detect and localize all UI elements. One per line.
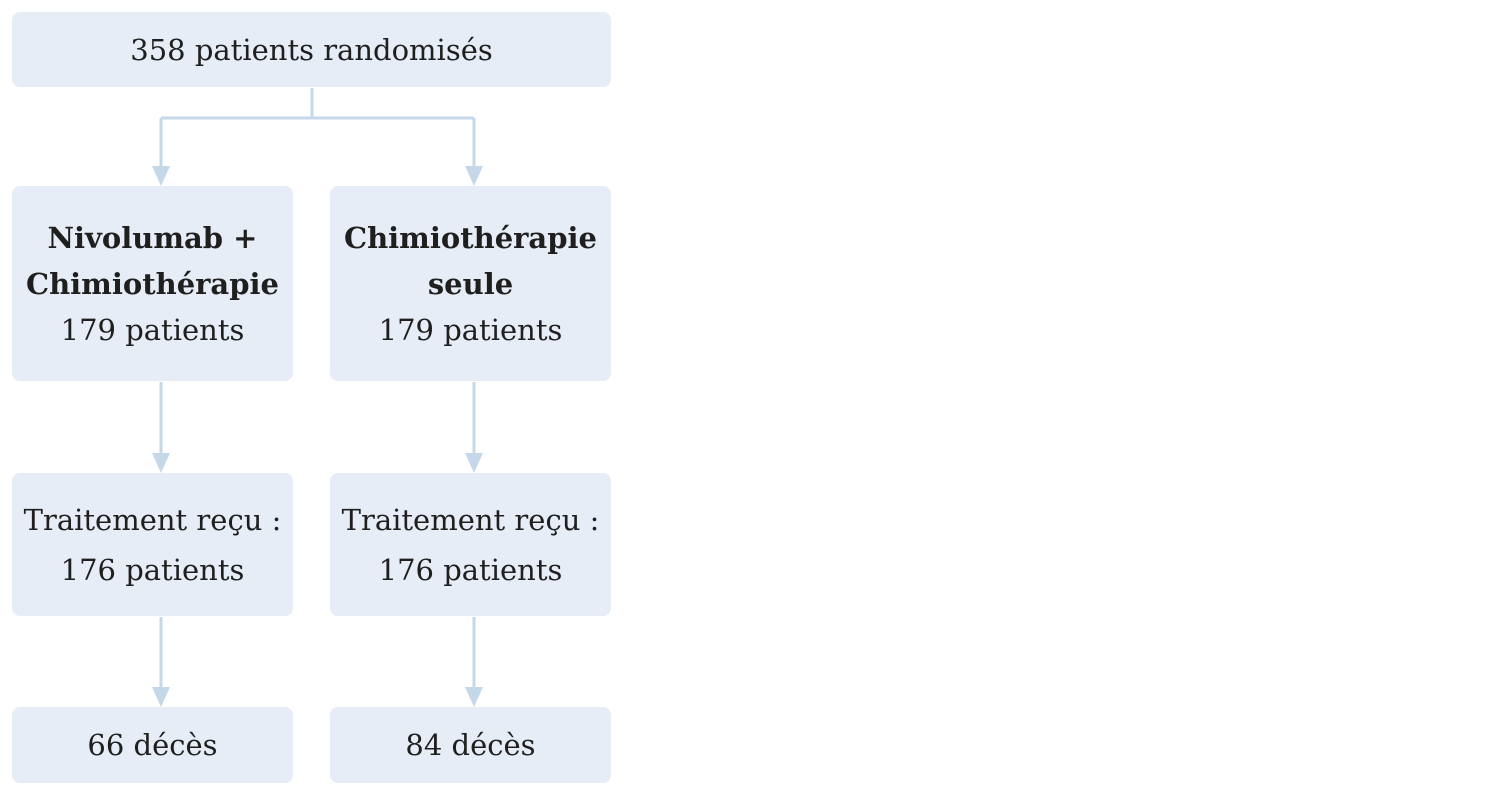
deaths-chemo-box: 84 décès	[330, 707, 611, 783]
deaths-nivolumab-box: 66 décès	[12, 707, 293, 783]
deaths-nivolumab-text: 66 décès	[87, 728, 218, 762]
arm-nivolumab-title-line2: Chimiothérapie	[26, 266, 279, 301]
arrowhead-left-treatment	[152, 453, 170, 473]
randomized-patients-text: 358 patients randomisés	[130, 32, 493, 67]
arm-chemo-title-line2: seule	[427, 266, 514, 301]
arm-chemo-title-line1: Chimiothérapie	[344, 220, 597, 255]
arrowhead-right-treatment	[465, 453, 483, 473]
arm-nivolumab-patients: 179 patients	[60, 312, 245, 347]
treatment-chemo-label: Traitement reçu :	[341, 502, 600, 537]
arm-chemo-patients: 179 patients	[378, 312, 563, 347]
treatment-chemo-patients: 176 patients	[378, 552, 563, 587]
arm-chemo-box: Chimiothérapie seule 179 patients	[330, 186, 611, 381]
deaths-chemo-text: 84 décès	[405, 728, 536, 762]
arrowhead-right-deaths	[465, 687, 483, 707]
arrowhead-right-arm	[465, 166, 483, 186]
treatment-nivolumab-patients: 176 patients	[60, 552, 245, 587]
arrowhead-left-deaths	[152, 687, 170, 707]
treatment-nivolumab-box: Traitement reçu : 176 patients	[12, 473, 293, 616]
treatment-nivolumab-label: Traitement reçu :	[23, 502, 282, 537]
treatment-chemo-box: Traitement reçu : 176 patients	[330, 473, 611, 616]
randomized-patients-box: 358 patients randomisés	[12, 12, 611, 87]
arm-nivolumab-title-line1: Nivolumab +	[47, 220, 258, 255]
arm-nivolumab-box: Nivolumab + Chimiothérapie 179 patients	[12, 186, 293, 381]
arrowhead-left-arm	[152, 166, 170, 186]
